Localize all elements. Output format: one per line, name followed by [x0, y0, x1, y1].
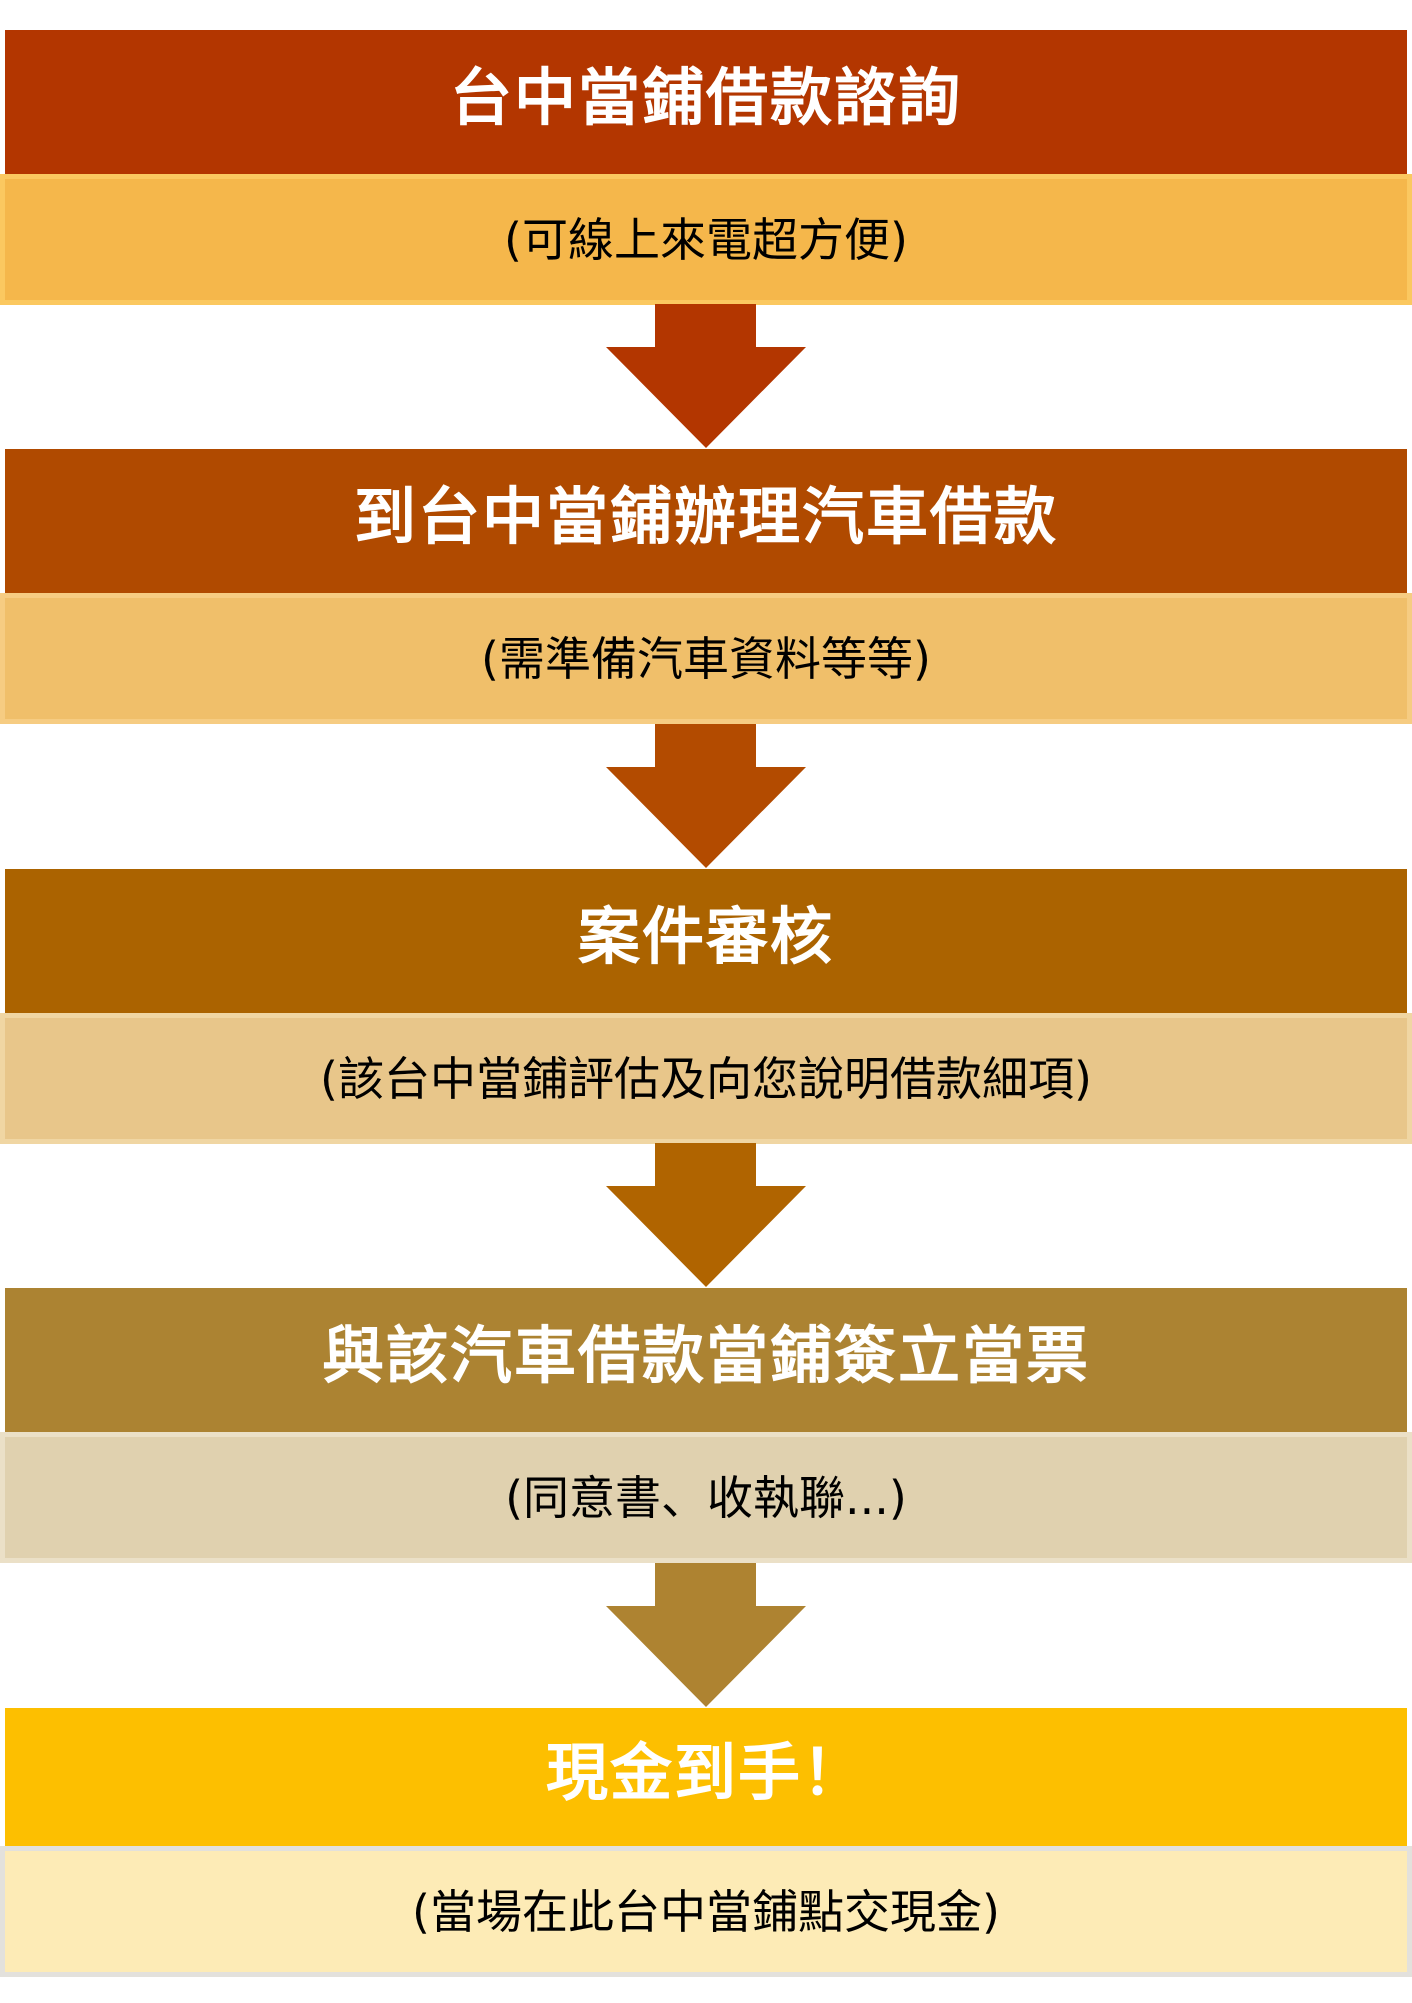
step-5-title: 現金到手！: [5, 1708, 1407, 1846]
step-5-subtitle: (當場在此台中當鋪點交現金): [0, 1846, 1412, 1977]
step-4-title: 與該汽車借款當鋪簽立當票: [5, 1288, 1407, 1432]
down-arrow-icon: [606, 724, 806, 869]
down-arrow-icon: [606, 1143, 806, 1288]
step-3-subtitle: (該台中當鋪評估及向您說明借款細項): [0, 1013, 1412, 1144]
step-2: 到台中當鋪辦理汽車借款 (需準備汽車資料等等): [0, 449, 1412, 724]
step-5: 現金到手！ (當場在此台中當鋪點交現金): [0, 1708, 1412, 1978]
step-1-title: 台中當鋪借款諮詢: [5, 30, 1407, 174]
down-arrow-icon: [606, 304, 806, 449]
down-arrow-icon: [606, 1563, 806, 1708]
step-2-subtitle: (需準備汽車資料等等): [0, 593, 1412, 724]
step-3-title: 案件審核: [5, 869, 1407, 1013]
step-4: 與該汽車借款當鋪簽立當票 (同意書、收執聯...): [0, 1288, 1412, 1563]
step-1-subtitle: (可線上來電超方便): [0, 174, 1412, 305]
step-1: 台中當鋪借款諮詢 (可線上來電超方便): [0, 30, 1412, 305]
step-2-title: 到台中當鋪辦理汽車借款: [5, 449, 1407, 593]
step-4-subtitle: (同意書、收執聯...): [0, 1432, 1412, 1563]
step-3: 案件審核 (該台中當鋪評估及向您說明借款細項): [0, 869, 1412, 1144]
